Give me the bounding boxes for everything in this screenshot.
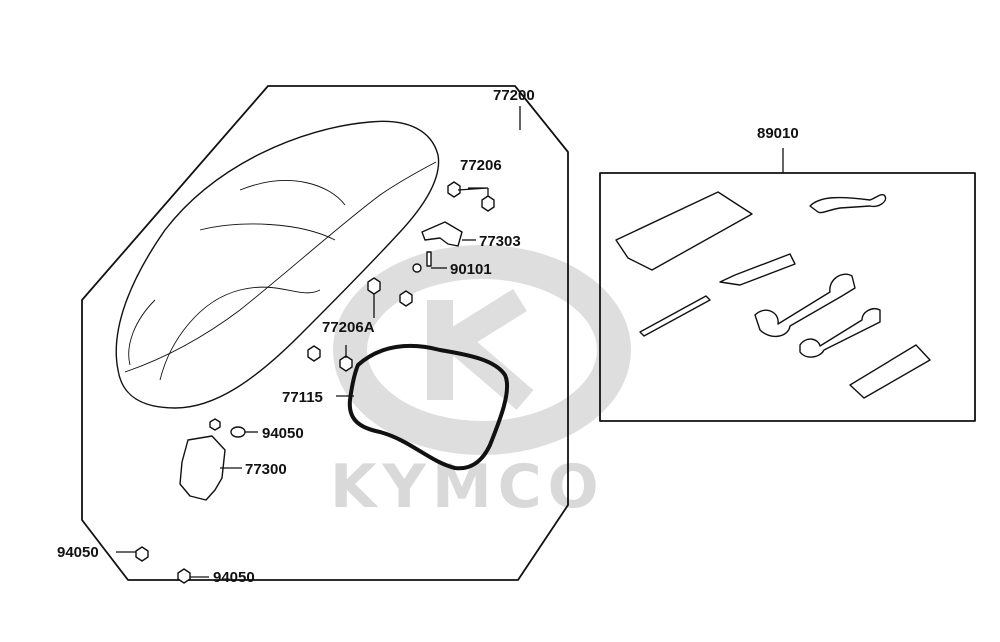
label-loose-nut-1: 94050 xyxy=(57,544,99,561)
watermark-ring-icon xyxy=(333,245,631,455)
hinge-nut-part xyxy=(209,418,246,438)
box-spanner-icon xyxy=(849,344,931,399)
hook-spanner-icon xyxy=(809,193,887,214)
label-seat-nut: 77206 xyxy=(460,157,502,174)
tool-kit-box xyxy=(599,172,976,422)
seat-nut-pair xyxy=(447,181,495,212)
wrench-large-icon xyxy=(754,273,856,337)
watermark-k-icon xyxy=(427,288,534,410)
seat-assembly-outline xyxy=(81,85,569,581)
tool-kit-drawing xyxy=(615,191,931,399)
label-tool-kit: 89010 xyxy=(757,125,799,142)
label-hinge-nut: 94050 xyxy=(262,425,304,442)
label-seat-assembly: 77200 xyxy=(493,87,535,104)
seat-seal-part xyxy=(347,343,510,471)
pin-tool-icon xyxy=(639,295,711,337)
kymco-watermark: KYMCO xyxy=(330,245,631,522)
label-seat-bushing: 77206A xyxy=(322,319,375,336)
screwdriver-icon xyxy=(719,253,796,286)
seat-latch-part xyxy=(421,221,463,247)
watermark-brand-text: KYMCO xyxy=(330,452,605,522)
seat-hinge-part xyxy=(179,435,226,501)
label-seat-latch: 77303 xyxy=(479,233,521,250)
seat-drawing xyxy=(115,120,440,409)
latch-screw-part xyxy=(412,251,432,273)
label-loose-nut-2: 94050 xyxy=(213,569,255,586)
label-seat-seal: 77115 xyxy=(282,389,323,406)
label-seat-hinge: 77300 xyxy=(245,461,287,478)
label-latch-screw: 90101 xyxy=(450,261,492,278)
loose-nut-1-part xyxy=(135,546,149,562)
loose-nut-2-part xyxy=(177,568,191,584)
wrench-small-icon xyxy=(799,308,881,358)
tool-pouch-icon xyxy=(615,191,753,271)
